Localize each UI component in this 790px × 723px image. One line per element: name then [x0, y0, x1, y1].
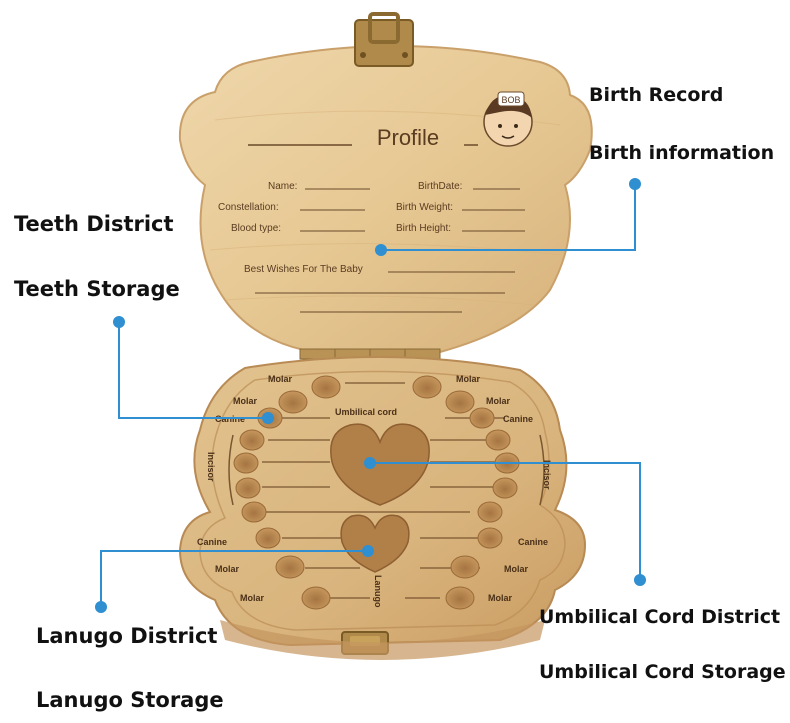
tooth-hole [485, 429, 511, 451]
callout-dot [629, 178, 641, 190]
callout-umbilical-cord-storage: Umbilical Cord Storage [539, 661, 786, 683]
field-best-wishes-label: Best Wishes For The Baby [244, 264, 363, 275]
tooth-hole [233, 452, 259, 474]
label-canine: Canine [197, 537, 227, 547]
callout-umbilical-cord-district: Umbilical Cord District [539, 606, 781, 628]
callout-birth-record: Birth Record [589, 84, 724, 106]
label-canine: Canine [503, 414, 533, 424]
tooth-hole [278, 390, 308, 414]
badge-text: BOB [501, 95, 520, 105]
tooth-hole [275, 555, 305, 579]
tray: Molar Molar Molar Molar Canine Canine Um… [178, 355, 587, 660]
callout-dot [375, 244, 387, 256]
callout-teeth-storage: Teeth Storage [14, 277, 180, 301]
field-constellation-label: Constellation: [218, 202, 279, 213]
lanugo-compartment [340, 514, 410, 573]
label-molar: Molar [240, 593, 265, 603]
tooth-hole [311, 375, 341, 399]
tooth-hole [492, 477, 518, 499]
boy-face-icon: BOB [483, 91, 533, 147]
callout-birth-information: Birth information [589, 142, 775, 164]
callout-dot [362, 545, 374, 557]
callout-dot [364, 457, 376, 469]
tooth-hole [241, 501, 267, 523]
tooth-hole [255, 527, 281, 549]
label-lanugo: Lanugo [373, 575, 383, 608]
callout-lanugo-storage: Lanugo Storage [36, 688, 224, 712]
umbilical-leader [370, 462, 641, 580]
profile-fields: Name: BirthDate: Constellation: Birth We… [218, 181, 525, 313]
callout-lines [100, 184, 641, 607]
tooth-hole [477, 527, 503, 549]
callout-dot [95, 601, 107, 613]
tooth-hole [477, 501, 503, 523]
callout-dot [262, 412, 274, 424]
label-umbilical-cord: Umbilical cord [335, 407, 397, 417]
tooth-hole [235, 477, 261, 499]
field-birth-weight-label: Birth Weight: [396, 202, 453, 213]
lanugo-leader [100, 550, 368, 607]
callout-dot [634, 574, 646, 586]
label-molar: Molar [504, 564, 529, 574]
lid-board [178, 45, 593, 357]
tooth-hole [469, 407, 495, 429]
label-molar: Molar [488, 593, 513, 603]
label-molar: Molar [268, 374, 293, 384]
label-molar: Molar [486, 396, 511, 406]
umbilical-cord-compartment [330, 423, 430, 506]
label-incisor: Incisor [542, 460, 552, 490]
tooth-hole [445, 390, 475, 414]
lid-title: Profile [377, 125, 439, 150]
teeth-leader [118, 322, 268, 419]
label-incisor: Incisor [206, 452, 216, 482]
tooth-holes [233, 375, 520, 610]
lid: Profile BOB Name: BirthDate: Constellati… [178, 12, 593, 357]
clasp-icon [354, 12, 414, 67]
label-molar: Molar [215, 564, 240, 574]
label-molar: Molar [233, 396, 258, 406]
tooth-hole [239, 429, 265, 451]
label-molar: Molar [456, 374, 481, 384]
callout-teeth-district: Teeth District [14, 212, 174, 236]
tooth-hole [450, 555, 480, 579]
field-birth-height-label: Birth Height: [396, 223, 451, 234]
tooth-hole [301, 586, 331, 610]
callout-dot [113, 316, 125, 328]
field-birthdate-label: BirthDate: [418, 181, 462, 192]
label-canine: Canine [518, 537, 548, 547]
callout-lanugo-district: Lanugo District [36, 624, 218, 648]
callout-dots [95, 178, 646, 613]
field-blood-type-label: Blood type: [231, 223, 281, 234]
tooth-hole [412, 375, 442, 399]
birth-record-leader [381, 184, 636, 251]
field-name-label: Name: [268, 181, 297, 192]
tooth-hole [445, 586, 475, 610]
